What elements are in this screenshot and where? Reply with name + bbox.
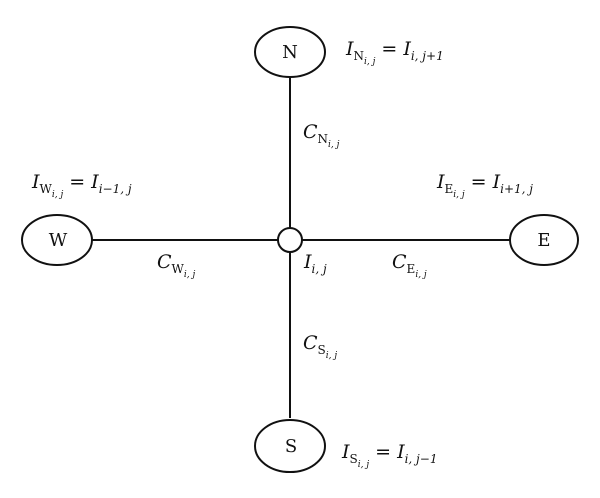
equation-north: INi, j=Ii, j+1 xyxy=(345,38,444,67)
node-east-label: E xyxy=(537,230,550,251)
equation-south: ISi, j=Ii, j−1 xyxy=(341,441,437,470)
node-center xyxy=(277,227,303,253)
node-north xyxy=(254,26,326,78)
equation-east: IEi, j=Ii+1, j xyxy=(436,171,533,200)
center-intensity-label: Ii, j xyxy=(303,251,327,276)
conductance-south: CSi, j xyxy=(303,332,337,361)
node-west-label: W xyxy=(49,230,68,251)
conductance-east: CEi, j xyxy=(392,251,427,280)
node-west xyxy=(21,214,93,266)
node-south-label: S xyxy=(285,436,297,457)
node-south xyxy=(254,419,326,473)
conductance-west: CWi, j xyxy=(157,251,195,280)
conductance-north: CNi, j xyxy=(303,121,340,150)
node-north-label: N xyxy=(282,42,298,63)
equation-west: IWi, j=Ii−1, j xyxy=(31,171,132,200)
node-east xyxy=(509,214,579,266)
